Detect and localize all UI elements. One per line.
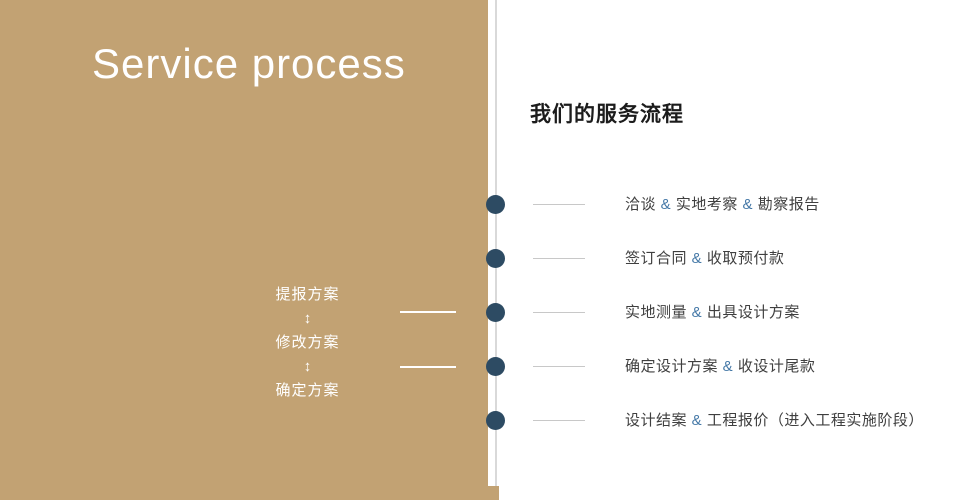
timeline-item-label: 签订合同 & 收取预付款 <box>625 250 785 267</box>
ampersand-accent: & <box>722 358 734 375</box>
connector-line-bottom <box>400 366 456 368</box>
updown-arrow-icon: ↕ <box>303 310 312 327</box>
timeline-dash <box>533 366 585 367</box>
left-gold-panel: Service process 提报方案 ↕ 修改方案 ↕ 确定方案 <box>0 0 488 500</box>
timeline-dot <box>486 195 505 214</box>
timeline-item: 确定设计方案 & 收设计尾款 <box>0 357 970 377</box>
proposal-step-label: 确定方案 <box>275 382 340 399</box>
timeline-item-label: 设计结案 & 工程报价（进入工程实施阶段） <box>625 412 924 429</box>
timeline-item-label: 实地测量 & 出具设计方案 <box>625 304 800 321</box>
timeline-item: 洽谈 & 实地考察 & 勘察报告 <box>0 195 970 215</box>
timeline-dash <box>533 312 585 313</box>
timeline-item-label: 确定设计方案 & 收设计尾款 <box>625 358 816 375</box>
timeline-dot <box>486 357 505 376</box>
timeline-dash <box>533 204 585 205</box>
ampersand-accent: & <box>691 304 703 321</box>
timeline-item-label: 洽谈 & 实地考察 & 勘察报告 <box>625 196 820 213</box>
timeline-dot <box>486 249 505 268</box>
page-title: Service process <box>92 40 406 87</box>
ampersand-accent: & <box>660 196 672 213</box>
ampersand-accent: & <box>742 196 754 213</box>
ampersand-accent: & <box>691 250 703 267</box>
updown-arrow-icon: ↕ <box>303 358 312 375</box>
section-title: 我们的服务流程 <box>530 103 684 126</box>
ampersand-accent: & <box>691 412 703 429</box>
timeline-dash <box>533 258 585 259</box>
timeline-item: 签订合同 & 收取预付款 <box>0 249 970 269</box>
proposal-step-label: 提报方案 <box>275 286 340 303</box>
timeline-item: 设计结案 & 工程报价（进入工程实施阶段） <box>0 411 970 431</box>
connector-line-top <box>400 311 456 313</box>
timeline-dot <box>486 303 505 322</box>
proposal-step-label: 修改方案 <box>275 334 340 351</box>
timeline-dot <box>486 411 505 430</box>
divider-bottom-notch <box>488 486 499 500</box>
proposal-steps: 提报方案 ↕ 修改方案 ↕ 确定方案 <box>250 283 365 403</box>
timeline-dash <box>533 420 585 421</box>
timeline-item: 实地测量 & 出具设计方案 <box>0 303 970 323</box>
